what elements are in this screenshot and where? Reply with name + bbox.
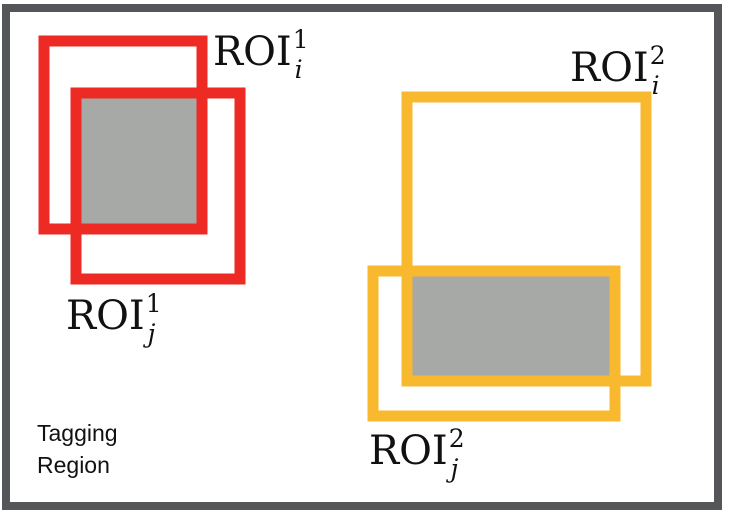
roi-i2-box: [401, 91, 652, 387]
roi-i1-box: [38, 35, 208, 235]
roi-j1-box: [70, 87, 246, 285]
overlap-area-2: [412, 274, 612, 378]
tagging-region-label-line1: Tagging: [37, 420, 118, 446]
roi-j2-box: [367, 265, 621, 422]
overlap-area-1: [80, 97, 198, 225]
tagging-region-label-line2: Region: [37, 452, 110, 478]
